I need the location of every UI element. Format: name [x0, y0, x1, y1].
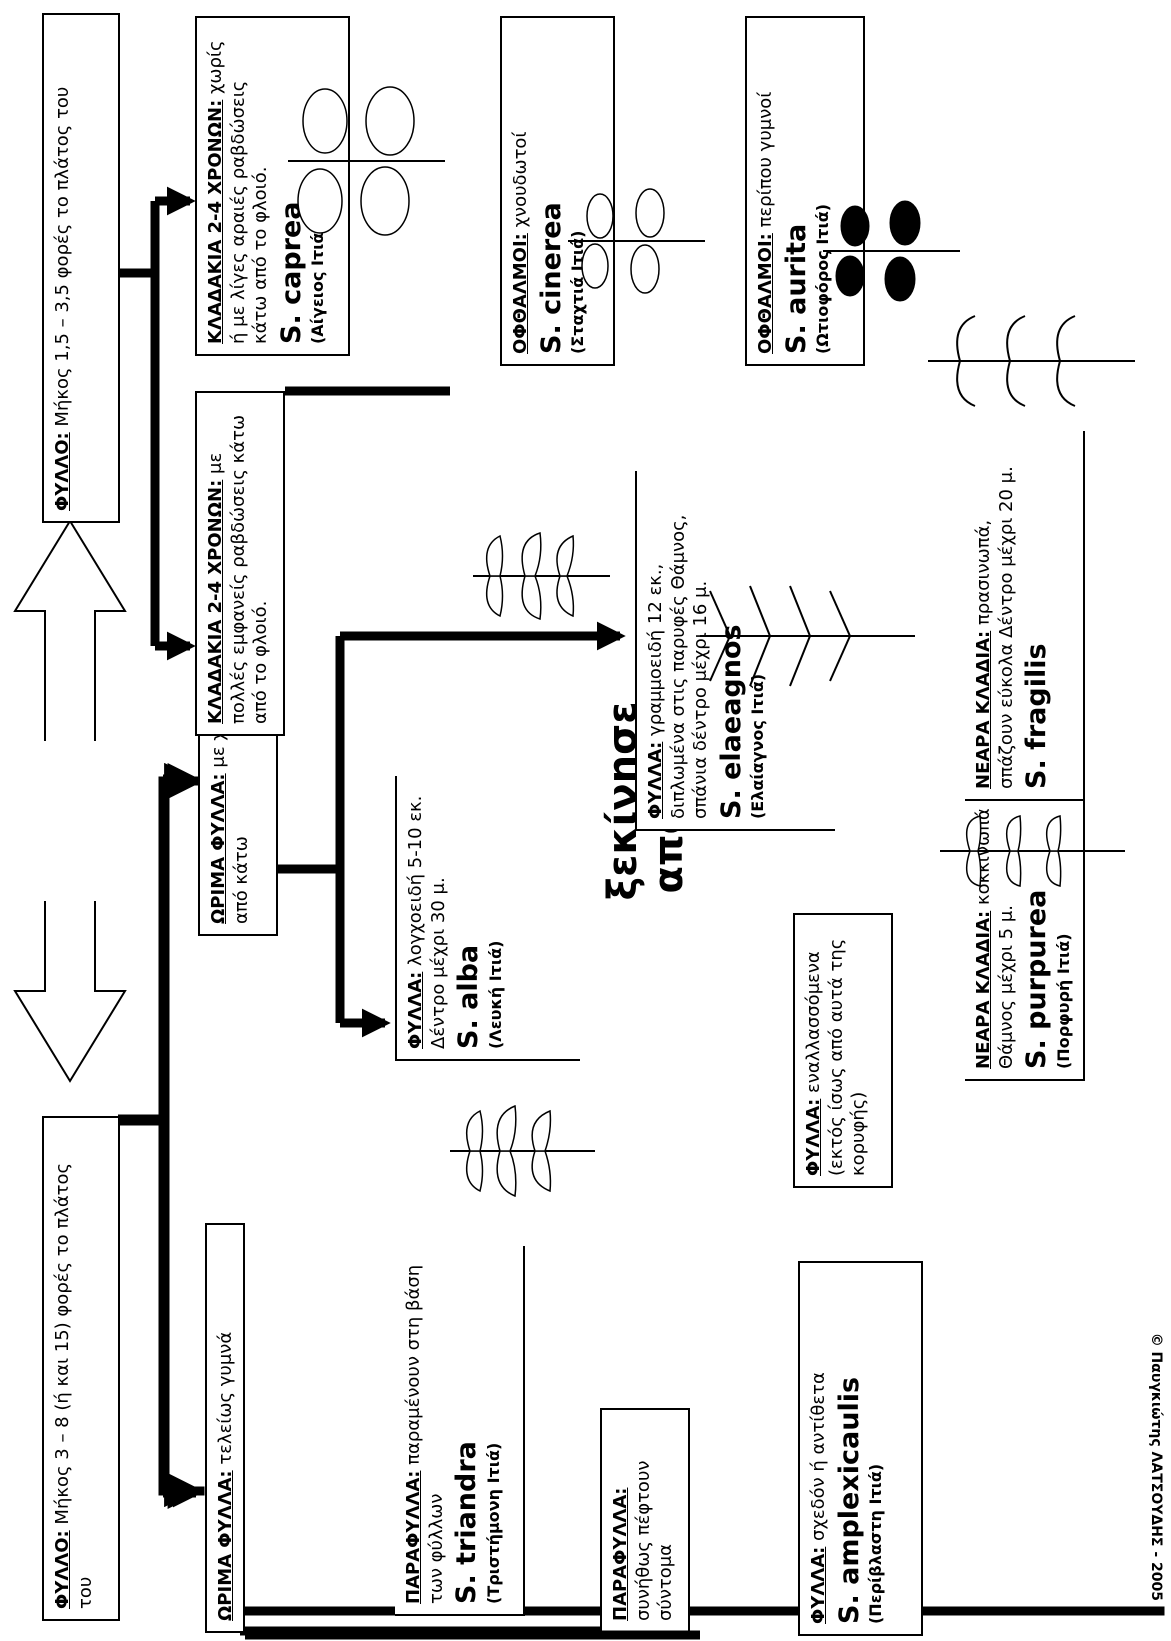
node-heading: ΦΥΛΛΑ:	[405, 971, 426, 1049]
node-branchlets-many: ΚΛΑΔΑΚΙΑ 2-4 ΧΡΟΝΩΝ: με πολλές εμφανείς …	[195, 391, 285, 736]
start-box-bg	[0, 741, 140, 901]
leaf-sprig-icon	[450, 1104, 595, 1198]
species-alba-common: (Λευκή Ιτιά)	[485, 940, 505, 1049]
node-text: περίπου γυμνοί	[755, 91, 776, 234]
node-heading: ΦΥΛΛΑ:	[645, 741, 666, 819]
node-leaves-alternate: ΦΥΛΛΑ: εναλλασσόμενα (εκτός ίσως από αυτ…	[793, 913, 893, 1188]
species-amplexicaulis-common: (Περίβλαστη Ιτιά)	[866, 1463, 886, 1624]
leaf-sprig-icon	[940, 815, 1125, 887]
species-amplexicaulis: S. amplexicaulis	[833, 1376, 865, 1624]
node-stipules-persist: ΠΑΡΑΦΥΛΛΑ: παραμένουν στη βάση των φύλλω…	[395, 1246, 525, 1616]
node-leaves-lanceolate: ΦΥΛΛΑ: λογχοειδή 5-10 εκ. Δέντρο μέχρι 3…	[395, 776, 580, 1061]
species-triandra-common: (Τριστήμονη Ιτιά)	[483, 1442, 503, 1604]
node-heading: ΚΛΑΔΑΚΙΑ 2-4 ΧΡΟΝΩΝ:	[205, 99, 226, 344]
node-mature-glabrous: ΩΡΙΜΑ ΦΥΛΛΑ: τελείως γυμνά	[205, 1223, 245, 1633]
node-heading: ΝΕΑΡΑ ΚΛΑΔΙΑ:	[973, 630, 994, 789]
species-alba: S. alba	[453, 944, 484, 1049]
node-leaf-short: ΦΥΛΛΟ: Μήκος 1,5 – 3,5 φορές το πλάτος τ…	[42, 13, 120, 523]
node-heading: ΟΦΘΑΛΜΟΙ:	[755, 233, 776, 354]
node-text: σχεδόν ή αντίθετα	[808, 1372, 829, 1547]
node-heading: ΦΥΛΛΑ:	[803, 1098, 824, 1176]
node-stipules-fall: ΠΑΡΑΦΥΛΛΑ: συνήθως πέφτουν σύντομα	[600, 1408, 690, 1633]
node-text: χνουδωτοί	[510, 131, 531, 234]
leaf-sprig-icon	[288, 86, 445, 236]
node-heading: ΦΥΛΛΑ:	[808, 1546, 829, 1624]
node-text: συνήθως πέφτουν σύντομα	[632, 1460, 677, 1621]
node-heading: ΦΥΛΛΟ:	[52, 432, 73, 511]
node-leaves-opposite: ΦΥΛΛΑ: σχεδόν ή αντίθετα S. amplexicauli…	[798, 1261, 923, 1636]
leaf-sprig-icon	[823, 200, 960, 302]
leaf-sprig-icon	[568, 188, 705, 294]
leaf-sprig-icon	[928, 315, 1135, 407]
node-heading: ΩΡΙΜΑ ΦΥΛΛΑ:	[215, 1470, 236, 1621]
species-aurita: S. aurita	[780, 223, 812, 354]
node-leaf-long: ΦΥΛΛΟ: Μήκος 3 – 8 (ή και 15) φορές το π…	[42, 1116, 120, 1621]
node-heading: ΚΛΑΔΑΚΙΑ 2-4 ΧΡΟΝΩΝ:	[205, 479, 226, 724]
node-heading: ΦΥΛΛΟ:	[52, 1530, 73, 1609]
node-twigs-green: ΝΕΑΡΑ ΚΛΑΔΙΑ: πρασινωπά, σπάζουν εύκολα …	[965, 431, 1085, 801]
node-heading: ΟΦΘΑΛΜΟΙ:	[510, 233, 531, 354]
node-heading: ΝΕΑΡΑ ΚΛΑΔΙΑ:	[973, 910, 994, 1069]
copyright: © Παυγκιώτης ΛΑΤΣΟΥΔΗΣ - 2005	[1148, 1332, 1164, 1601]
species-fragilis: S. fragilis	[1021, 643, 1052, 789]
node-heading: ΩΡΙΜΑ ΦΥΛΛΑ:	[208, 773, 229, 924]
leaf-sprig-icon	[473, 532, 610, 620]
species-triandra: S. triandra	[451, 1441, 482, 1604]
leaf-sprig-icon	[700, 585, 915, 687]
node-heading: ΠΑΡΑΦΥΛΛΑ:	[610, 1487, 631, 1621]
node-text: Μήκος 1,5 – 3,5 φορές το πλάτος του	[52, 86, 73, 433]
node-heading: ΠΑΡΑΦΥΛΛΑ:	[403, 1470, 424, 1604]
node-text: τελείως γυμνά	[215, 1331, 236, 1471]
